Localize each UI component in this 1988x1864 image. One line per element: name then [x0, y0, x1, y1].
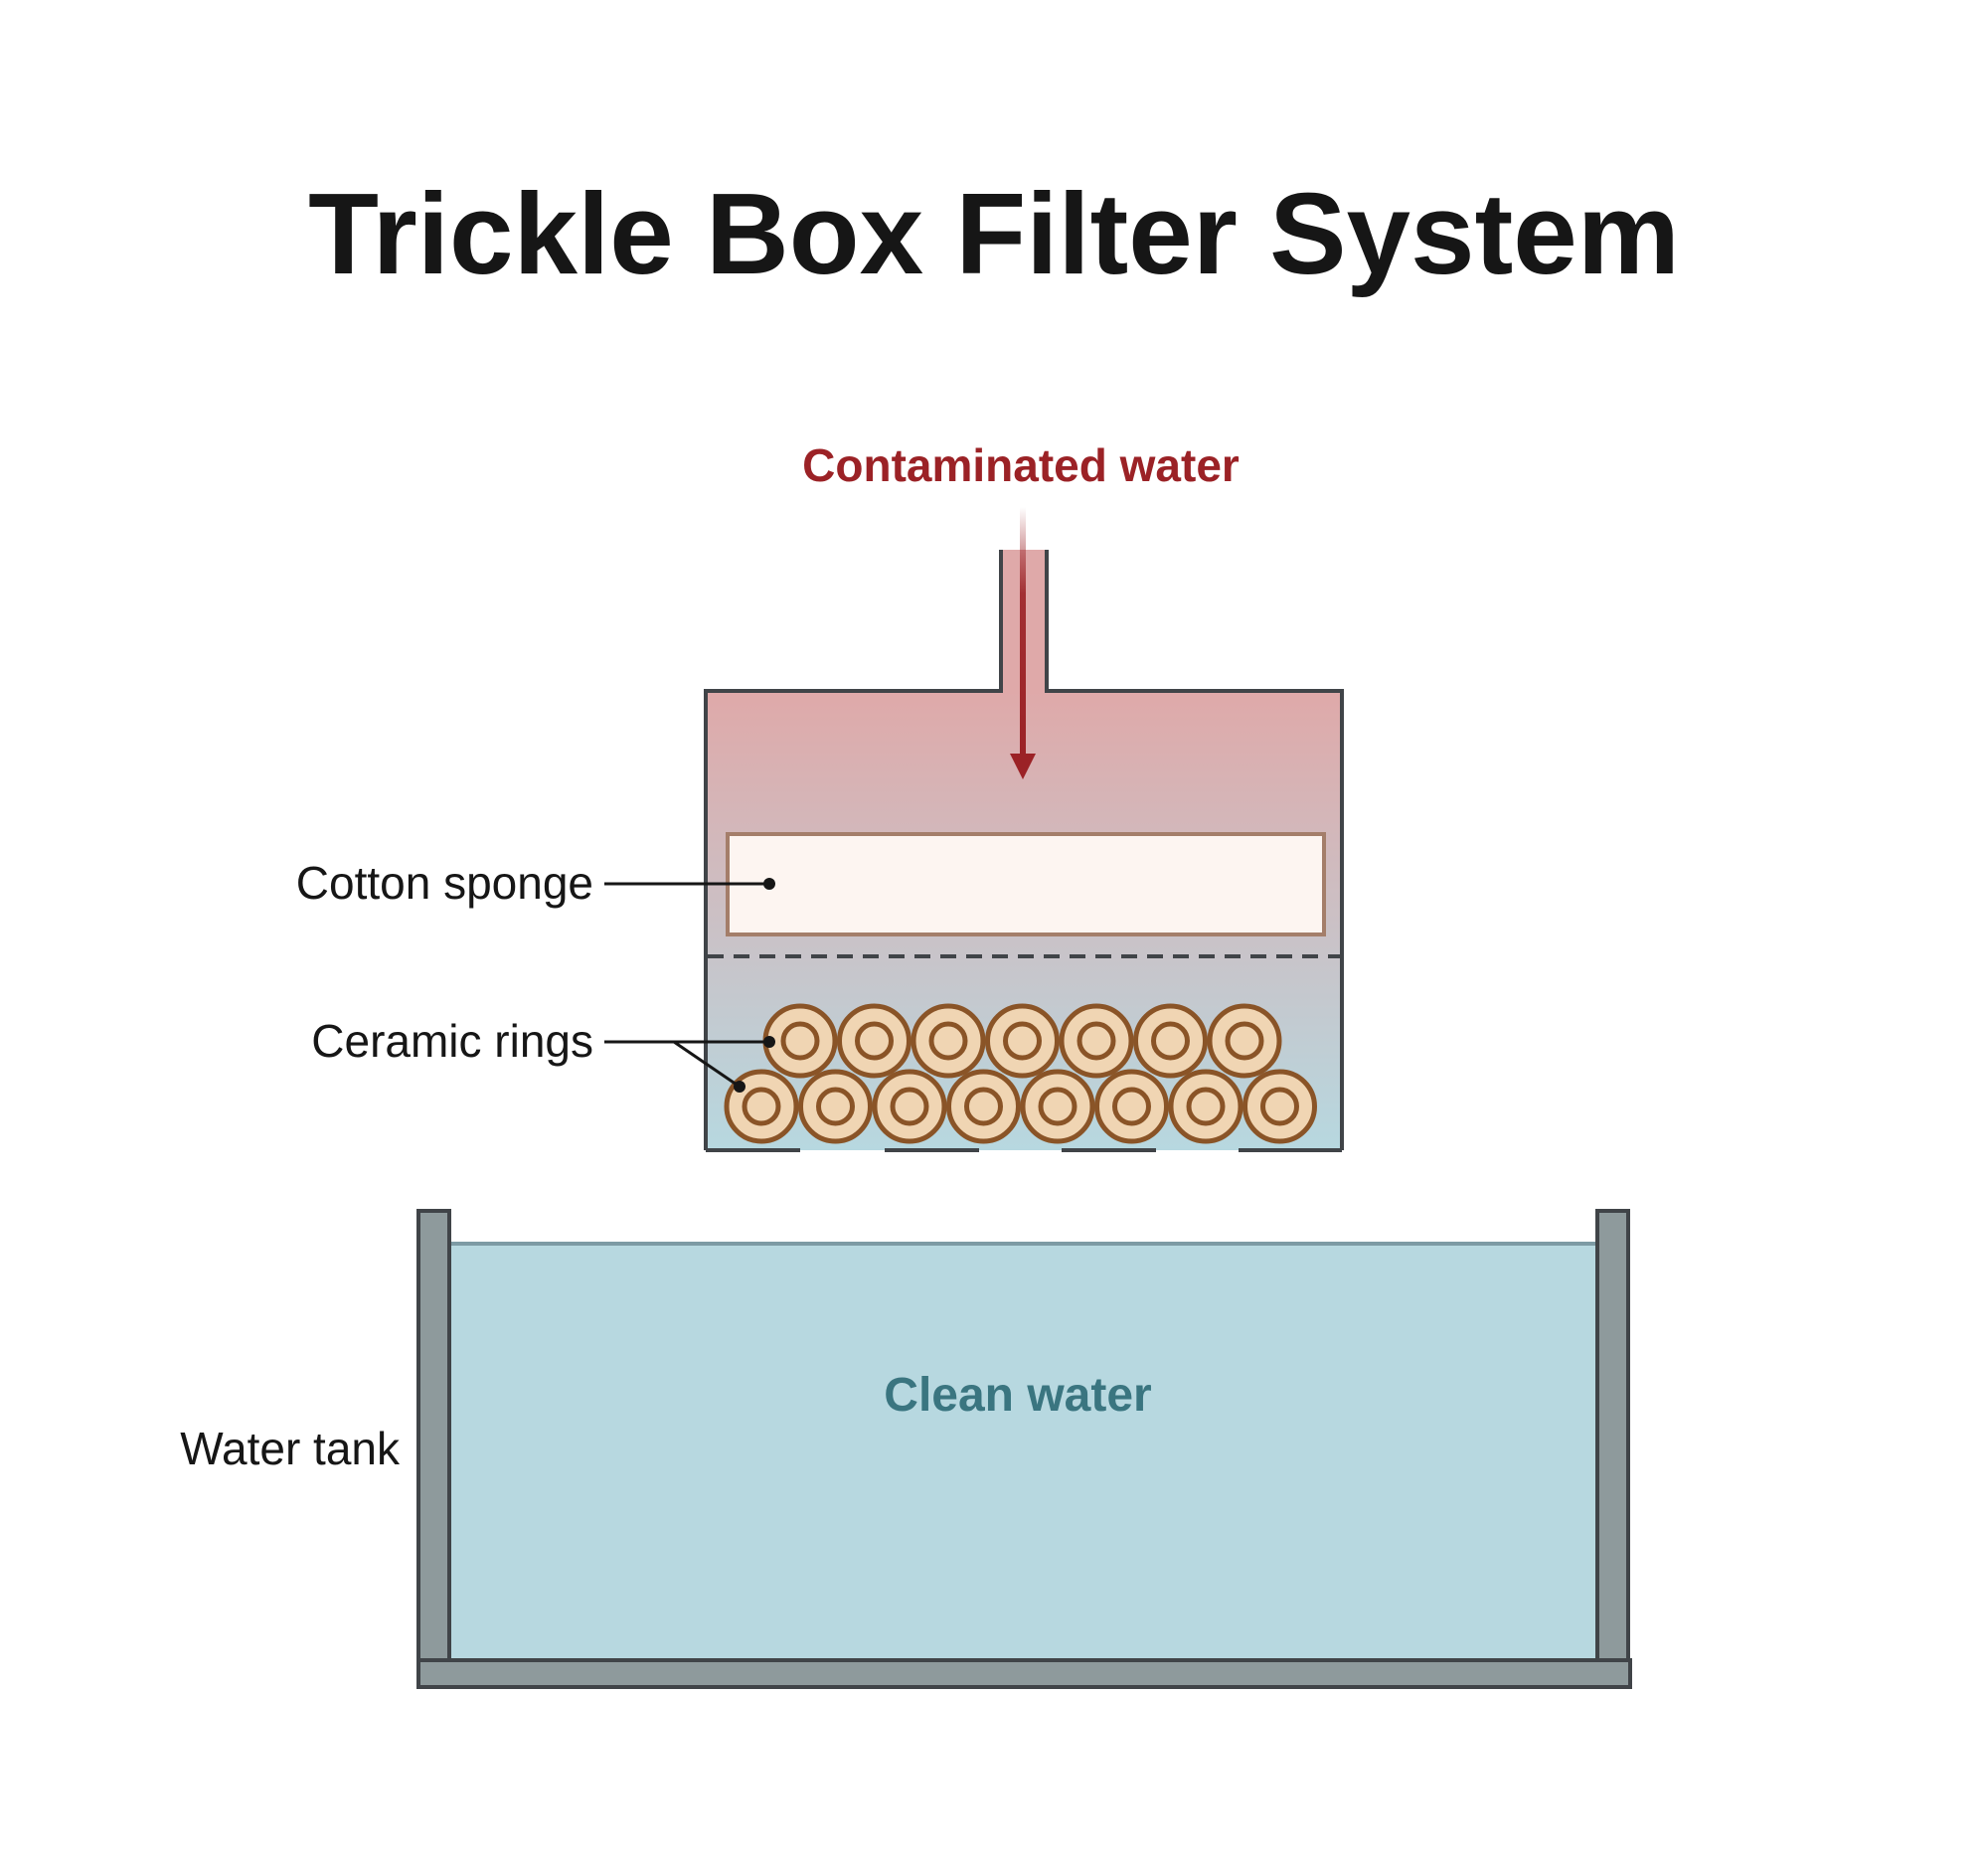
ceramic-ring [911, 1003, 986, 1079]
ceramic-rings-stack [724, 1003, 1317, 1144]
ceramic-ring [1168, 1069, 1243, 1144]
contaminated-water-label: Contaminated water [802, 439, 1240, 491]
tank-water [449, 1243, 1597, 1660]
ceramic-ring [946, 1069, 1021, 1144]
ceramic-ring [798, 1069, 873, 1144]
filter-box-outline [704, 550, 1344, 1150]
tank-base [416, 1658, 1632, 1689]
cotton-sponge [726, 832, 1326, 936]
water-tank-label: Water tank [180, 1423, 401, 1474]
ceramic-ring [1094, 1069, 1169, 1144]
ceramic-ring [872, 1069, 947, 1144]
ceramic-rings-label: Ceramic rings [311, 1015, 593, 1067]
clean-water-label: Clean water [884, 1369, 1151, 1422]
tank-wall-left [416, 1209, 451, 1662]
ceramic-rings-callout: Ceramic rings [311, 1015, 775, 1093]
tank-wall-right [1595, 1209, 1630, 1662]
ceramic-ring [762, 1003, 838, 1079]
cotton-sponge-callout: Cotton sponge [296, 857, 775, 909]
ceramic-ring [1059, 1003, 1134, 1079]
ceramic-ring [1020, 1069, 1095, 1144]
ceramic-ring [837, 1003, 911, 1079]
inflow-arrow [1010, 507, 1036, 779]
ceramic-ring [1242, 1069, 1317, 1144]
ceramic-ring [1207, 1003, 1282, 1079]
page-title: Trickle Box Filter System [308, 169, 1680, 298]
cotton-sponge-label: Cotton sponge [296, 857, 593, 909]
water-tank [416, 1209, 1632, 1689]
ceramic-ring [1133, 1003, 1208, 1079]
